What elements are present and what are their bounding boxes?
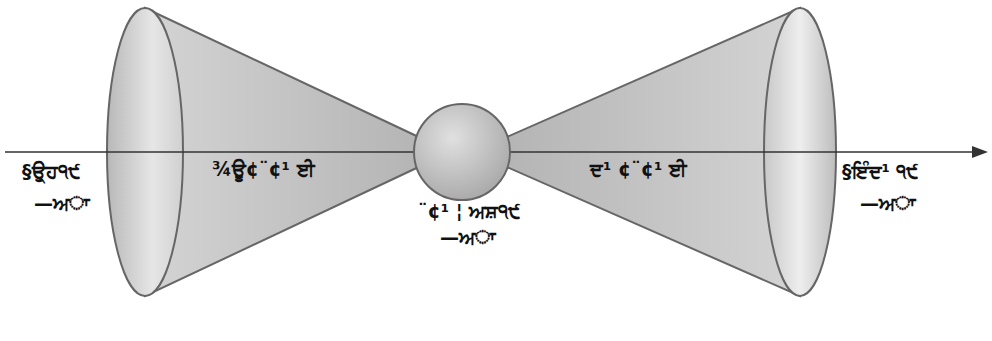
region-label: —ਅਾ (34, 192, 89, 215)
region-label: ¾ਊ¢¨¢¹ ਈ (212, 158, 315, 181)
region-label: —ਅਾ (860, 192, 915, 215)
present-sphere (414, 104, 510, 200)
region-label: ¨¢¹ ¦ ਅਸ਼੧੯ (418, 200, 520, 223)
axis-arrowhead (972, 146, 988, 158)
region-label: §ਇੰਦ¹ ੧੯ (842, 160, 918, 183)
region-label: —ਅਾ (440, 226, 495, 249)
region-label: §ਉ੍ਹ੧੯ (22, 160, 80, 183)
region-label: ਦ¹ ¢¨¢¹ ਈ (590, 158, 687, 181)
